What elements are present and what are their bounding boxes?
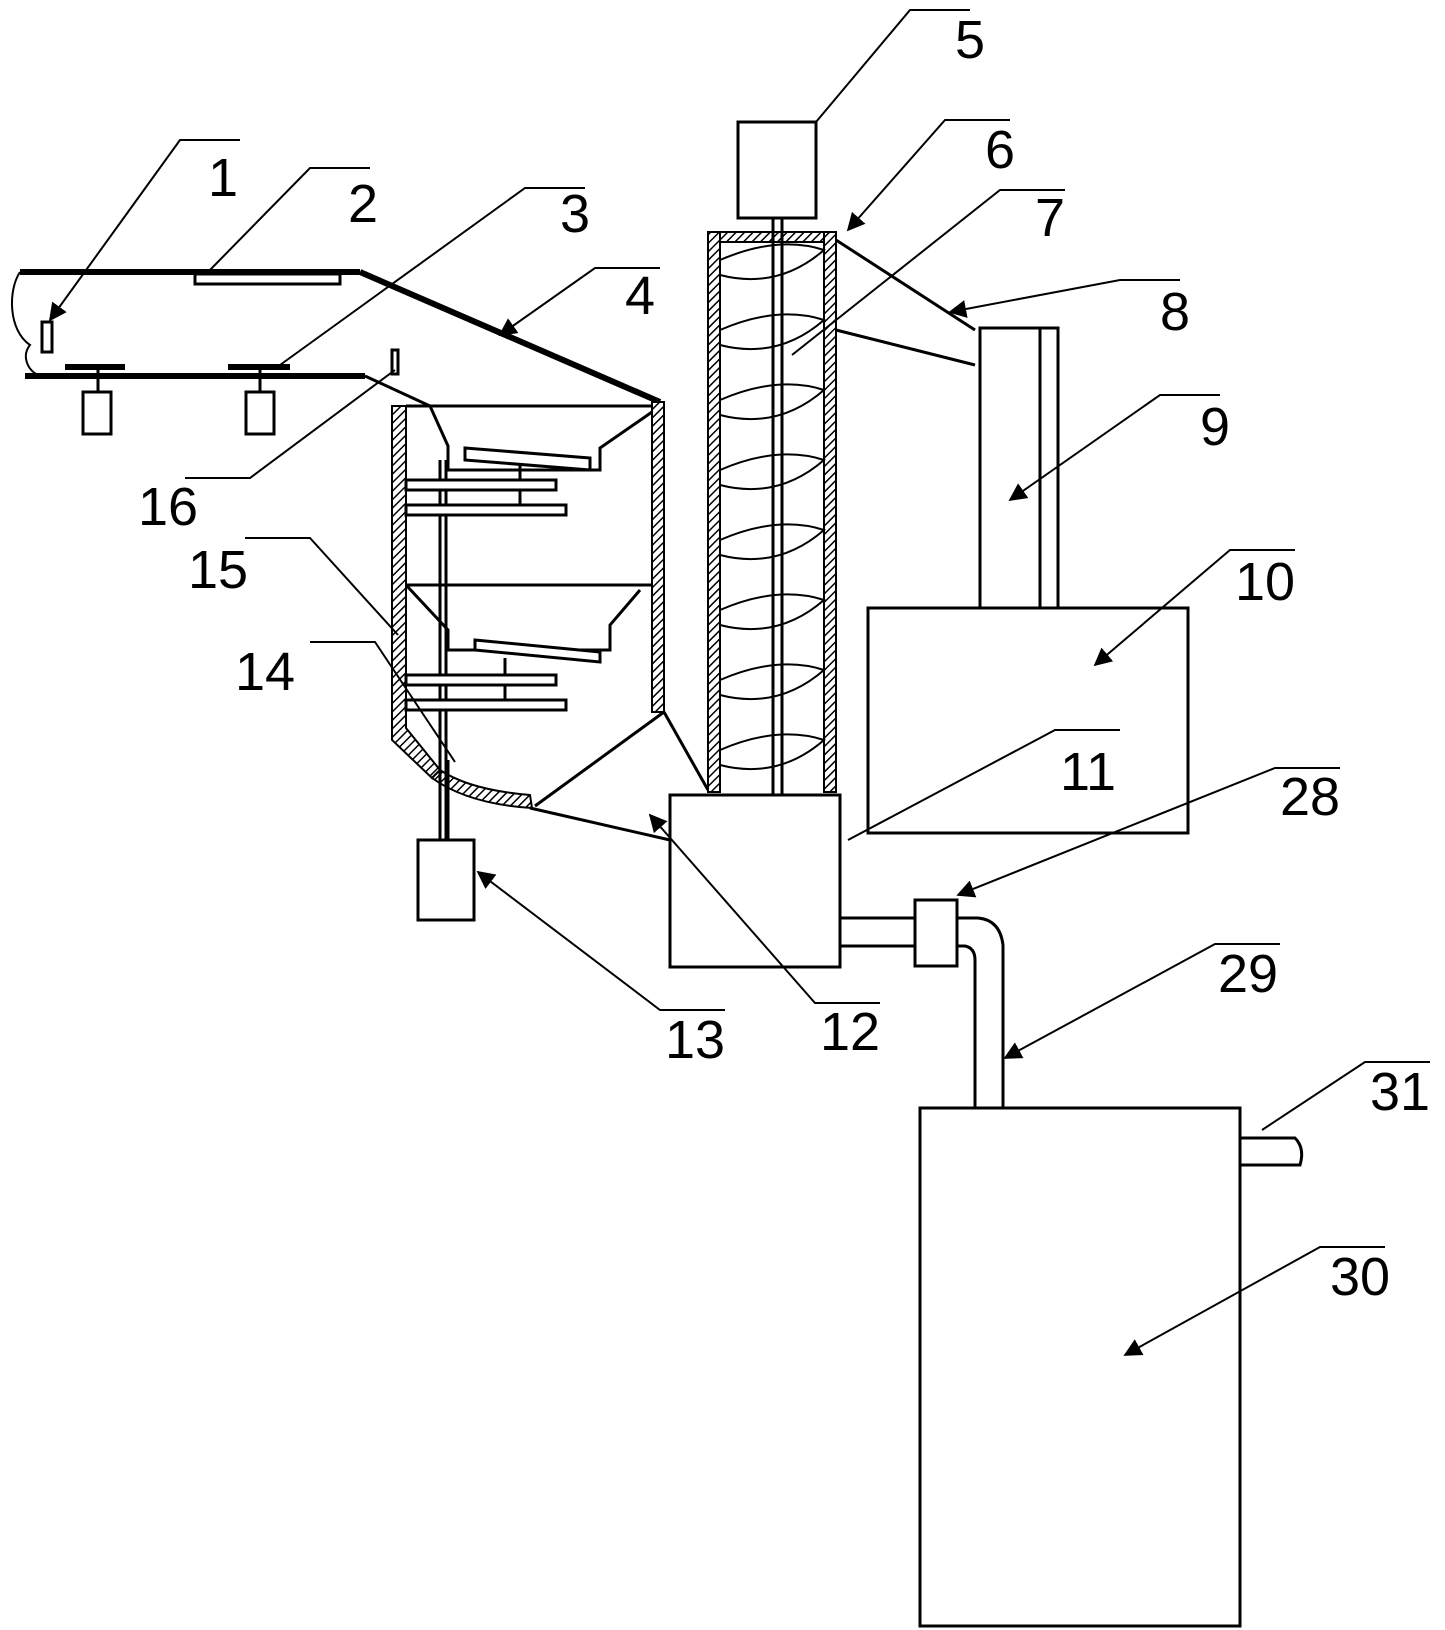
- label-4: 4: [625, 266, 655, 326]
- label-14: 14: [235, 642, 295, 702]
- component-30-tank: [918, 1106, 1242, 1628]
- component-29-pipe-inner: [957, 944, 977, 1108]
- component-29-pipe-outer: [957, 916, 1005, 1108]
- label-13: 13: [665, 1010, 725, 1070]
- label-8: 8: [1160, 282, 1190, 342]
- component-2-plate: [193, 272, 342, 286]
- upper-paddle-a: [404, 478, 558, 492]
- label-31: 31: [1370, 1062, 1430, 1122]
- conveyor-break-line: [11, 271, 41, 377]
- component-7-screw-flight: [719, 243, 826, 771]
- component-13-motor: [416, 838, 476, 922]
- upper-paddle-b: [404, 503, 568, 517]
- component-28-valve: [913, 898, 959, 968]
- label-15: 15: [188, 540, 248, 600]
- label-11: 11: [1060, 742, 1116, 802]
- label-16: 16: [138, 477, 198, 537]
- lower-blade: [473, 638, 602, 664]
- tank-left-wall: [391, 405, 442, 780]
- lower-paddle-b: [404, 698, 568, 712]
- component-8-pipe-upper: [835, 238, 976, 332]
- component-10-box: [866, 606, 1190, 835]
- component-16-stop: [390, 348, 400, 376]
- hopper-12: [529, 710, 842, 969]
- component-3-hanger-right: [228, 364, 290, 436]
- screw-right-wall: [823, 231, 837, 793]
- label-5: 5: [955, 10, 985, 70]
- component-9-stack: [978, 326, 1060, 610]
- lower-paddle-a: [404, 673, 558, 687]
- label-6: 6: [985, 120, 1015, 180]
- upper-blade: [463, 446, 592, 472]
- component-1-sensor: [40, 320, 54, 354]
- component-11-base: [668, 793, 842, 969]
- component-5-motor: [736, 120, 818, 220]
- conveyor-assembly: [11, 269, 400, 436]
- label-3: 3: [560, 184, 590, 244]
- stirring-tank-15: [391, 401, 665, 922]
- label-30: 30: [1330, 1247, 1390, 1307]
- label-10: 10: [1235, 552, 1295, 612]
- chute-4: [358, 269, 662, 408]
- screw-conveyor: [707, 120, 837, 795]
- leader-lines: [48, 9, 1430, 1356]
- screw-left-wall: [707, 231, 721, 793]
- component-8-pipe-lower: [835, 328, 976, 367]
- label-29: 29: [1218, 944, 1278, 1004]
- tank-bottom: [430, 768, 534, 810]
- callout-labels: 1 2 3 4 5 6 7 8 9 10 11 12 13 14 15 16 2…: [138, 10, 1430, 1307]
- label-9: 9: [1200, 397, 1230, 457]
- outlet-system: [840, 898, 1304, 1628]
- component-31-pipe: [1240, 1136, 1304, 1167]
- label-1: 1: [208, 148, 238, 208]
- label-2: 2: [348, 174, 378, 234]
- component-3-hanger-left: [65, 364, 125, 436]
- upper-funnel: [428, 405, 653, 472]
- label-12: 12: [820, 1002, 880, 1062]
- label-28: 28: [1280, 767, 1340, 827]
- tank-right-wall: [651, 401, 665, 713]
- label-7: 7: [1035, 188, 1065, 248]
- exhaust-system: [835, 238, 1190, 835]
